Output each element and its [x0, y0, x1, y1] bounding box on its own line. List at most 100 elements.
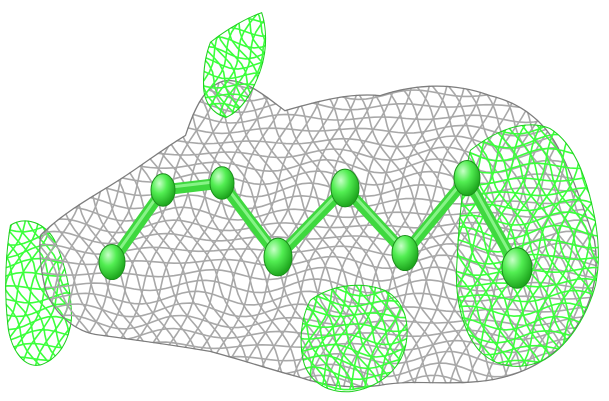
mesh-line	[12, 8, 74, 120]
mesh-line	[203, 12, 251, 118]
mesh-line	[5, 220, 42, 366]
mesh-outline	[203, 12, 267, 118]
ligand-atom	[453, 159, 481, 197]
green-density-mesh-top	[1, 8, 419, 120]
mesh-line	[219, 79, 364, 388]
mesh-line	[5, 220, 72, 233]
mesh-line	[113, 79, 258, 388]
mesh-line	[300, 284, 342, 391]
mesh-line	[147, 8, 201, 120]
mesh-line	[518, 124, 599, 367]
green-density-mesh-bottom	[172, 278, 408, 393]
mesh-line	[254, 79, 399, 388]
mesh-line	[0, 70, 3, 390]
mesh-line	[39, 79, 116, 388]
mesh-line	[100, 8, 162, 120]
mesh-line	[206, 12, 263, 118]
mesh-line	[254, 12, 267, 118]
mesh-line	[78, 8, 140, 120]
mesh-line	[5, 220, 6, 366]
mesh-line	[34, 8, 96, 120]
ligand-atom	[98, 243, 126, 281]
mesh-line	[365, 8, 419, 120]
mesh-line	[122, 8, 184, 120]
mesh-line	[378, 284, 408, 391]
mesh-line	[226, 79, 404, 388]
mesh-line	[289, 79, 434, 388]
mesh-line	[218, 12, 267, 118]
mesh-line	[377, 79, 522, 388]
mesh-line	[67, 8, 129, 120]
mesh-line	[89, 8, 151, 120]
mesh-line	[455, 124, 500, 367]
mesh-line	[483, 79, 597, 388]
mesh-line	[271, 79, 416, 388]
mesh-line	[305, 284, 351, 391]
mesh-line	[203, 55, 267, 70]
mesh-line	[324, 79, 469, 388]
mesh-line	[535, 79, 597, 388]
mesh-line	[95, 79, 240, 388]
mesh-line	[5, 354, 72, 362]
mesh-line	[602, 115, 609, 371]
mesh-line	[300, 284, 336, 391]
mesh-line	[280, 8, 334, 120]
mesh-line	[39, 79, 100, 388]
mesh-line	[203, 12, 230, 118]
mesh-line	[0, 70, 35, 390]
mesh-outline	[455, 124, 599, 367]
mesh-line	[253, 12, 267, 118]
mesh-line	[455, 124, 590, 367]
mesh-line	[37, 220, 72, 366]
mesh-line	[25, 220, 72, 366]
mesh-line	[172, 278, 237, 390]
mesh-line	[56, 8, 118, 120]
mesh-line	[1, 8, 63, 120]
mesh-line	[203, 12, 241, 118]
mesh-line	[316, 8, 370, 120]
mesh-line	[300, 321, 408, 333]
mesh-line	[133, 8, 195, 120]
mesh-line	[348, 284, 393, 391]
ligand-atom	[501, 247, 533, 289]
mesh-line	[594, 79, 597, 388]
mesh-line	[98, 79, 276, 388]
mesh-line	[131, 79, 276, 388]
mesh-line	[230, 12, 267, 118]
mesh-line	[5, 364, 72, 366]
mesh-line	[242, 79, 420, 388]
mesh-line	[5, 315, 72, 331]
mesh-line	[39, 194, 597, 210]
mesh-line	[300, 284, 329, 391]
mesh-line	[39, 79, 212, 388]
mesh-line	[201, 79, 346, 388]
mesh-line	[5, 220, 41, 366]
mesh-line	[334, 284, 379, 391]
mesh-line	[5, 220, 54, 366]
mesh-line	[292, 8, 346, 120]
mesh-line	[111, 8, 173, 120]
mesh-line	[455, 124, 545, 367]
mesh-line	[45, 8, 107, 120]
mesh-line	[412, 79, 557, 388]
mesh-line	[5, 220, 54, 366]
mesh-line	[300, 284, 322, 391]
mesh-line	[39, 79, 148, 388]
mesh-line	[320, 284, 365, 391]
mesh-line	[455, 124, 533, 367]
mesh-outline	[300, 284, 408, 393]
mesh-line	[203, 12, 208, 118]
mesh-line	[466, 79, 597, 388]
ligand-atom	[150, 173, 176, 207]
mesh-line	[5, 220, 27, 366]
mesh-line	[39, 374, 597, 388]
mesh-line	[39, 86, 597, 102]
mesh-line	[455, 289, 599, 303]
mesh-line	[455, 124, 549, 367]
ligand-ball-and-stick-model	[98, 159, 533, 289]
mesh-line	[455, 124, 500, 367]
mesh-line	[178, 79, 356, 388]
mesh-line	[47, 220, 72, 366]
